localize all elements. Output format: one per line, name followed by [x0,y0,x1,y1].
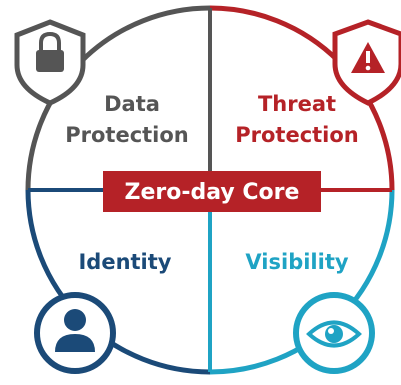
label-threat-line1: Threat [258,92,336,116]
label-data-line2: Protection [65,123,189,147]
lock-icon [14,19,86,106]
eye-icon [293,292,375,374]
core-banner: Zero-day Core [103,171,321,212]
label-data-line1: Data [104,92,160,116]
warning-shield-icon [332,19,401,106]
label-threat-line2: Protection [235,123,359,147]
label-visibility: Visibility [245,250,348,274]
core-label: Zero-day Core [125,180,300,205]
label-identity: Identity [78,250,171,274]
user-icon [34,292,116,374]
